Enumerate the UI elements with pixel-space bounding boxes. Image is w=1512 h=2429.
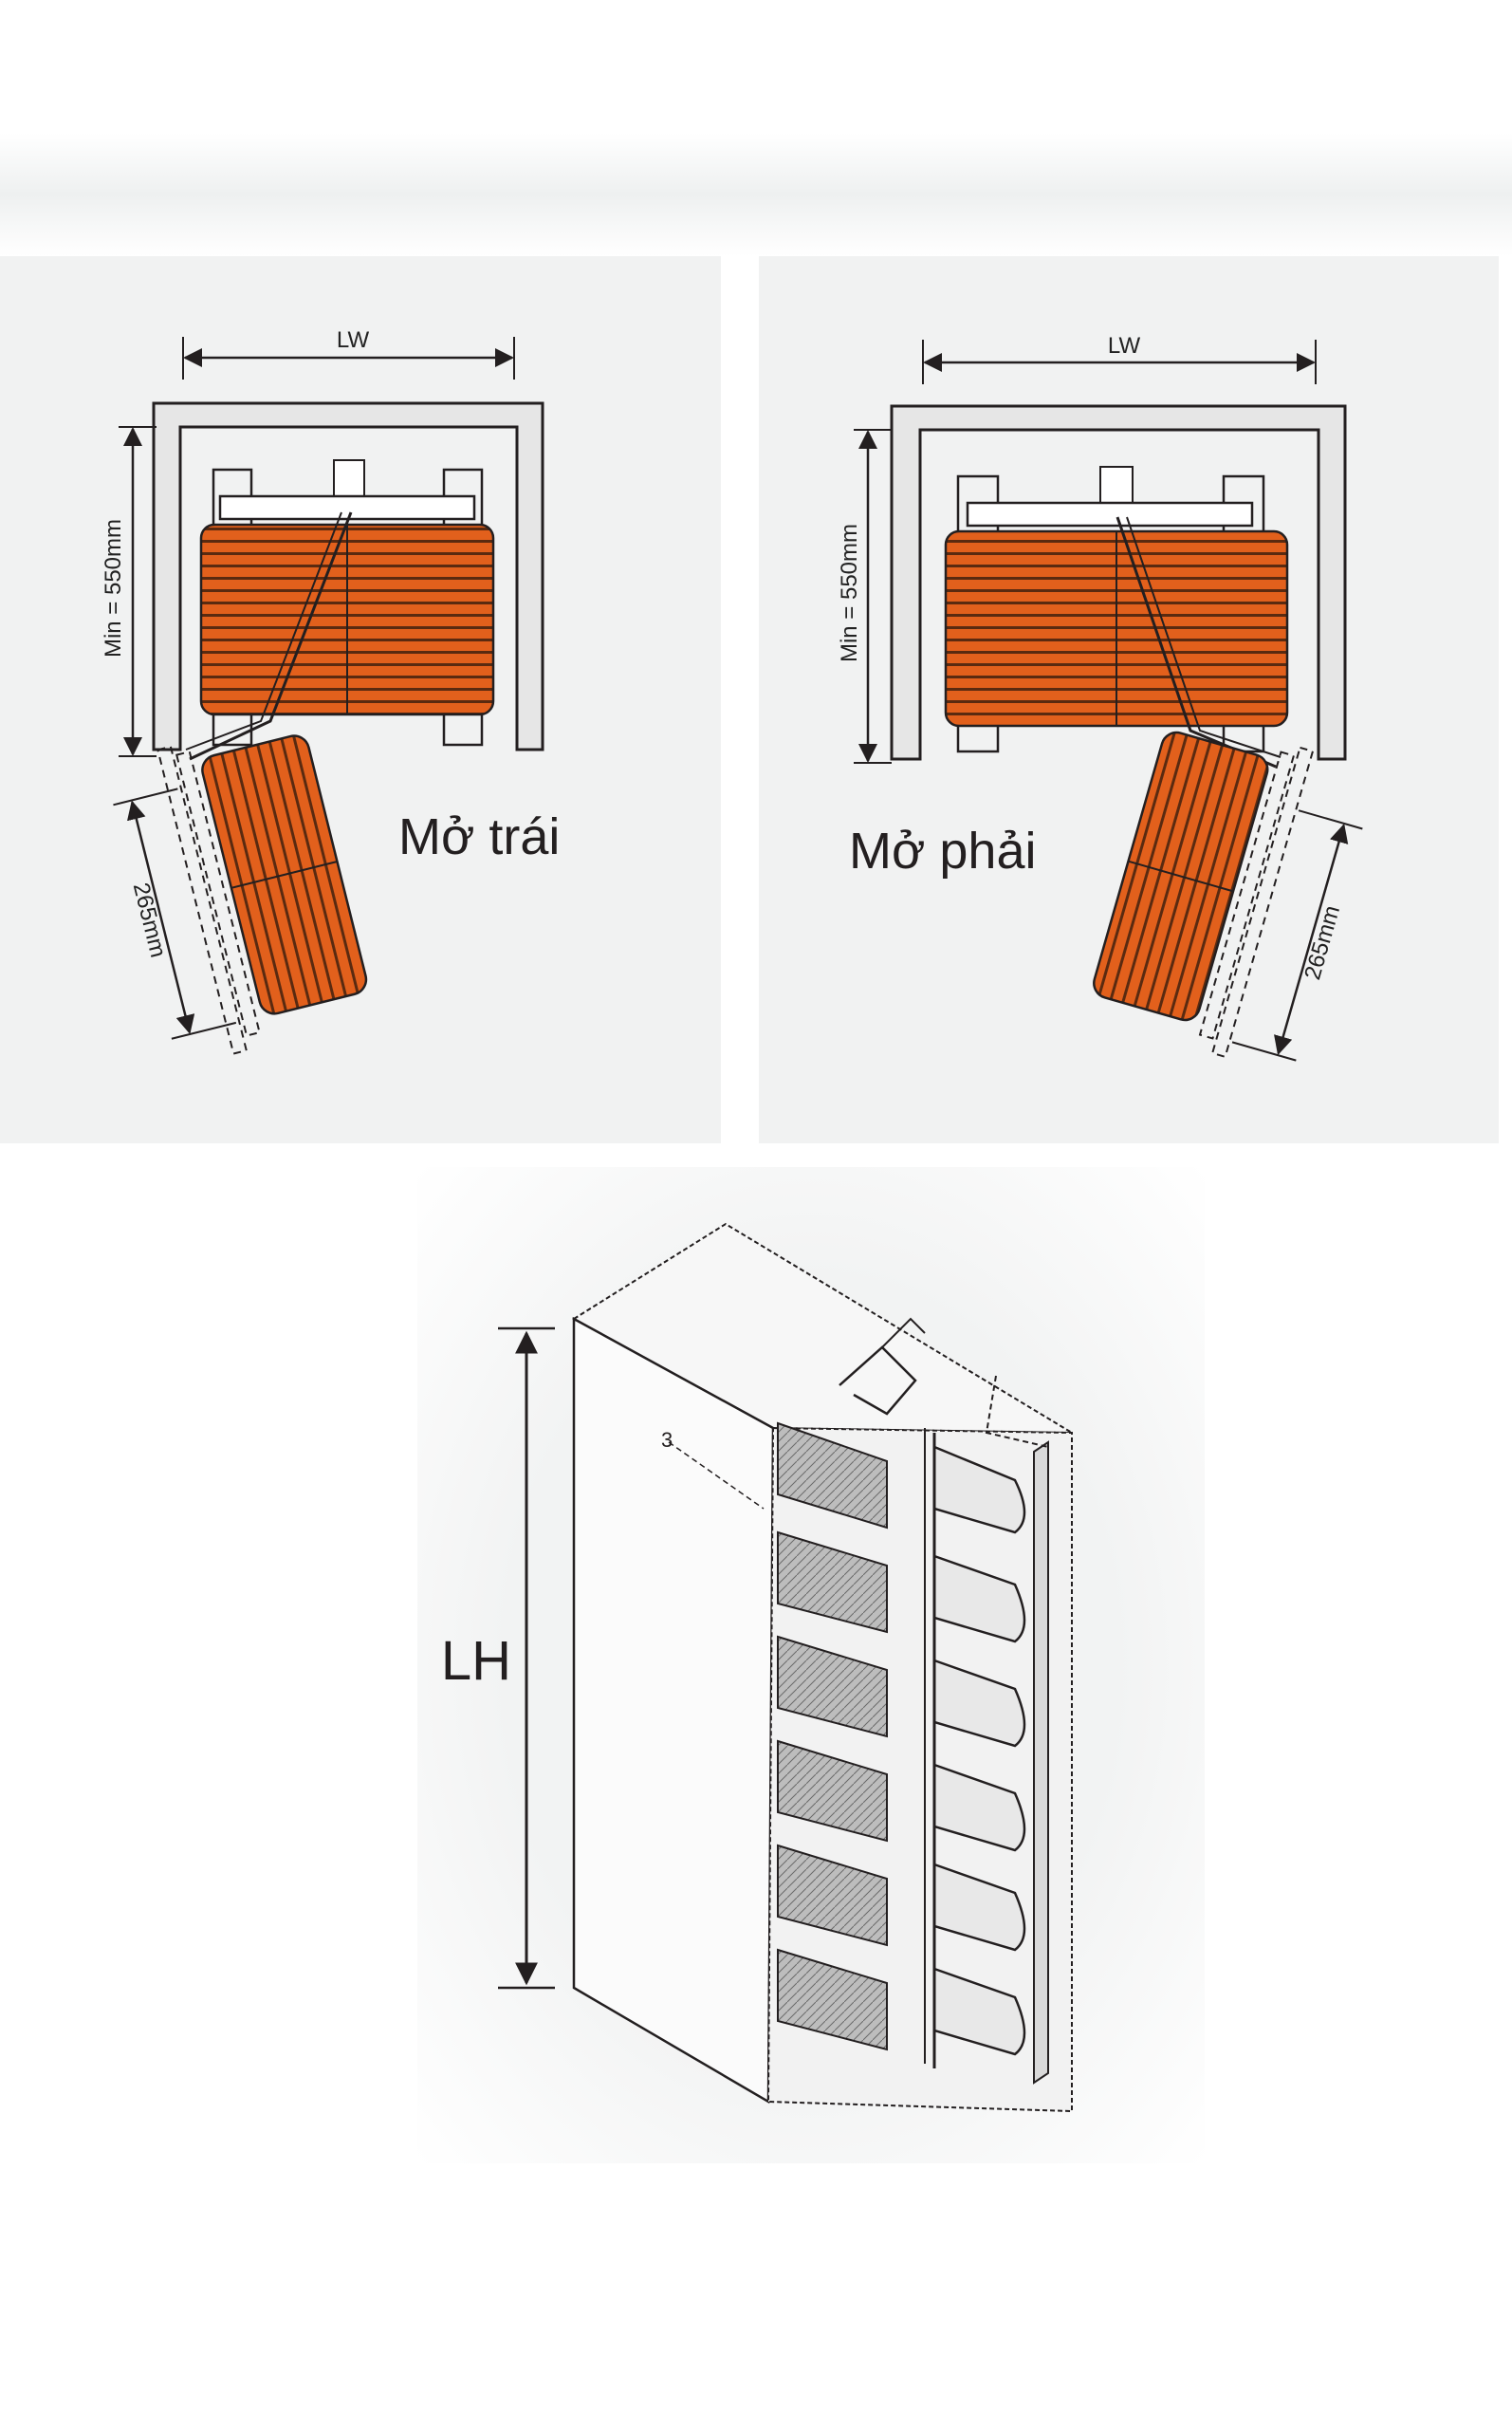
height-label: LH <box>441 1630 511 1692</box>
lw-label-right: LW <box>1108 333 1141 359</box>
offset-dimension-line <box>1274 823 1349 1056</box>
cabinet-side <box>572 1316 775 2105</box>
callout-number: 3 <box>661 1428 673 1452</box>
door-frame <box>1033 1440 1049 2085</box>
depth-label-right: Min = 550mm <box>837 524 862 662</box>
cabinet-outline <box>890 404 1347 761</box>
header-band <box>0 133 1512 256</box>
caption-left: Mở trái <box>398 808 560 865</box>
left-plan-view: LW Min = 550mm 265mm <box>101 327 560 1055</box>
offset-dimension-line <box>127 800 195 1034</box>
depth-label-left: Min = 550mm <box>101 519 126 658</box>
lw-label-left: LW <box>337 327 370 353</box>
right-plan-view: LW Min = 550mm 265mm Mở phải <box>837 333 1363 1062</box>
offset-label-left: 265mm <box>128 881 172 960</box>
caption-right: Mở phải <box>849 823 1037 880</box>
cabinet-isometric: LH 3 <box>441 1222 1076 2113</box>
offset-label-right: 265mm <box>1300 902 1345 982</box>
